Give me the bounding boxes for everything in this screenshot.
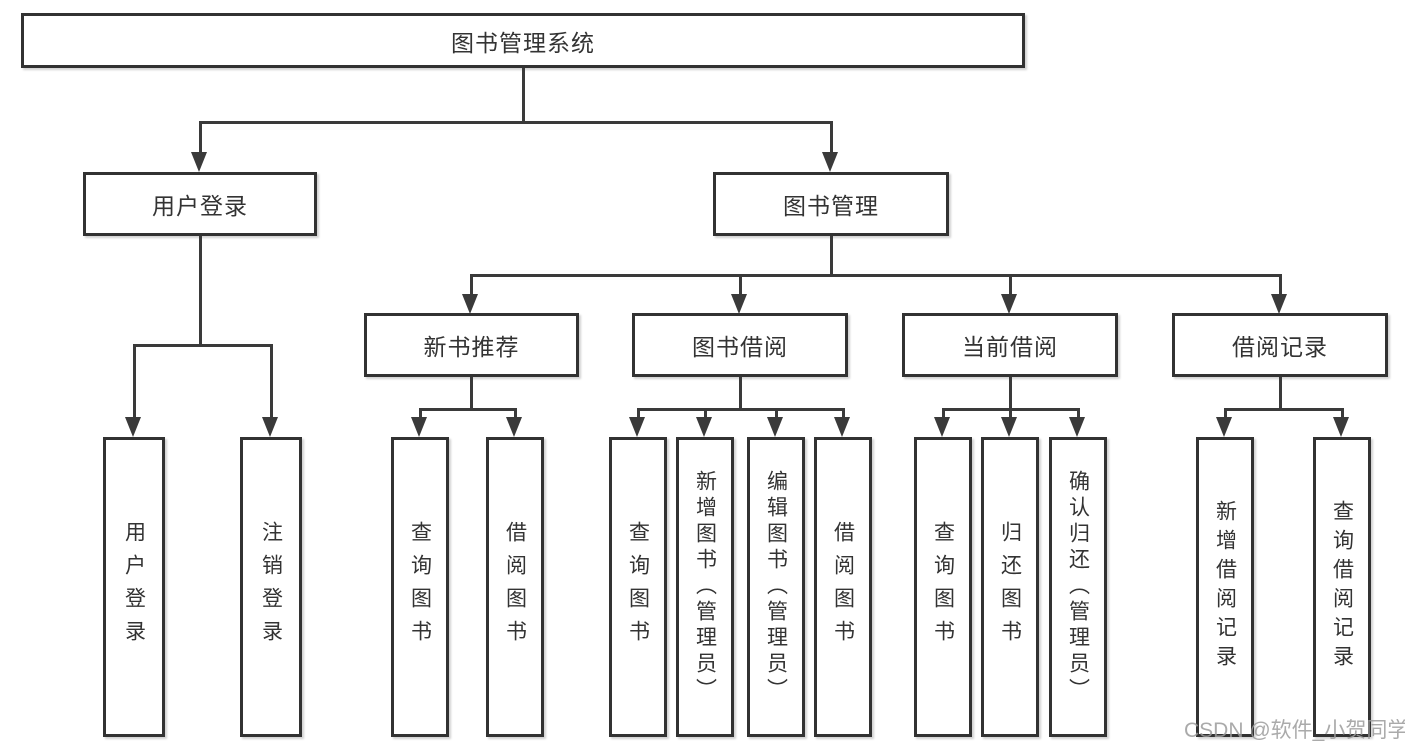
connector-line xyxy=(637,408,640,419)
connector-line xyxy=(199,121,833,124)
arrowhead-down-icon xyxy=(731,294,747,314)
csdn-watermark: CSDN @软件_小贺同学 xyxy=(1184,719,1405,742)
connector-line xyxy=(1009,377,1012,408)
leaf-label: 确认归还（管理员） xyxy=(1066,470,1090,704)
connector-line xyxy=(739,377,742,408)
arrowhead-down-icon xyxy=(834,417,850,437)
arrowhead-down-icon xyxy=(262,417,278,437)
arrowhead-down-icon xyxy=(191,152,207,172)
arrowhead-down-icon xyxy=(1216,417,1232,437)
leaf-label: 用户登录 xyxy=(122,521,146,653)
connector-line xyxy=(704,408,707,419)
leaf-newbooks-query-books: 查询图书 xyxy=(391,437,449,737)
leaf-newbooks-borrow-books: 借阅图书 xyxy=(486,437,544,737)
arrowhead-down-icon xyxy=(1001,294,1017,314)
leaf-label: 编辑图书（管理员） xyxy=(764,470,788,704)
arrowhead-down-icon xyxy=(1271,294,1287,314)
leaf-label: 注销登录 xyxy=(259,521,283,653)
connector-line xyxy=(1077,408,1080,419)
connector-line xyxy=(270,344,273,419)
leaf-current-query-books: 查询图书 xyxy=(914,437,972,737)
node-book-borrowing: 图书借阅 xyxy=(632,313,848,377)
arrowhead-down-icon xyxy=(822,152,838,172)
node-borrowing-records: 借阅记录 xyxy=(1172,313,1388,377)
connector-line xyxy=(1279,377,1282,408)
leaf-return-books: 归还图书 xyxy=(981,437,1039,737)
connector-line xyxy=(514,408,517,419)
connector-line xyxy=(637,408,845,411)
arrowhead-down-icon xyxy=(767,417,783,437)
leaf-label: 查询图书 xyxy=(931,521,955,653)
node-library-management-system: 图书管理系统 xyxy=(21,13,1025,68)
leaf-label: 借阅图书 xyxy=(503,521,527,653)
connector-line xyxy=(1341,408,1344,419)
connector-line xyxy=(775,408,778,419)
arrowhead-down-icon xyxy=(1001,417,1017,437)
leaf-add-borrow-record: 新增借阅记录 xyxy=(1196,437,1254,737)
leaf-user-login: 用户登录 xyxy=(103,437,165,737)
arrowhead-down-icon xyxy=(934,417,950,437)
leaf-label: 新增借阅记录 xyxy=(1213,500,1237,674)
node-new-book-recommendation: 新书推荐 xyxy=(364,313,579,377)
connector-line xyxy=(419,408,517,411)
connector-line xyxy=(470,377,473,408)
node-book-management: 图书管理 xyxy=(713,172,949,236)
leaf-label: 新增图书（管理员） xyxy=(693,470,717,704)
arrowhead-down-icon xyxy=(125,417,141,437)
node-user-login: 用户登录 xyxy=(83,172,317,236)
connector-line xyxy=(133,344,136,419)
connector-line xyxy=(419,408,422,419)
node-current-borrowing: 当前借阅 xyxy=(902,313,1118,377)
connector-line xyxy=(522,68,525,121)
connector-line xyxy=(199,121,202,154)
connector-line xyxy=(942,408,945,419)
leaf-confirm-return-admin: 确认归还（管理员） xyxy=(1049,437,1107,737)
connector-line xyxy=(739,274,742,297)
arrowhead-down-icon xyxy=(696,417,712,437)
connector-line xyxy=(199,236,202,344)
arrowhead-down-icon xyxy=(1069,417,1085,437)
connector-line xyxy=(1224,408,1227,419)
leaf-logout: 注销登录 xyxy=(240,437,302,737)
connector-line xyxy=(470,274,473,297)
leaf-add-books-admin: 新增图书（管理员） xyxy=(676,437,734,737)
connector-line xyxy=(842,408,845,419)
leaf-borrowing-query-books: 查询图书 xyxy=(609,437,667,737)
connector-line xyxy=(1279,274,1282,297)
leaf-label: 查询图书 xyxy=(626,521,650,653)
leaf-borrowing-borrow-books: 借阅图书 xyxy=(814,437,872,737)
arrowhead-down-icon xyxy=(629,417,645,437)
connector-line xyxy=(830,121,833,154)
connector-line xyxy=(470,274,1282,277)
leaf-label: 查询图书 xyxy=(408,521,432,653)
leaf-label: 借阅图书 xyxy=(831,521,855,653)
connector-line xyxy=(133,344,273,347)
leaf-query-borrow-record: 查询借阅记录 xyxy=(1313,437,1371,737)
connector-line xyxy=(1224,408,1344,411)
leaf-label: 归还图书 xyxy=(998,521,1022,653)
connector-line xyxy=(830,236,833,274)
arrowhead-down-icon xyxy=(411,417,427,437)
arrowhead-down-icon xyxy=(1333,417,1349,437)
arrowhead-down-icon xyxy=(506,417,522,437)
connector-line xyxy=(1009,274,1012,297)
connector-line xyxy=(1009,408,1012,419)
leaf-edit-books-admin: 编辑图书（管理员） xyxy=(747,437,805,737)
leaf-label: 查询借阅记录 xyxy=(1330,500,1354,674)
arrowhead-down-icon xyxy=(462,294,478,314)
